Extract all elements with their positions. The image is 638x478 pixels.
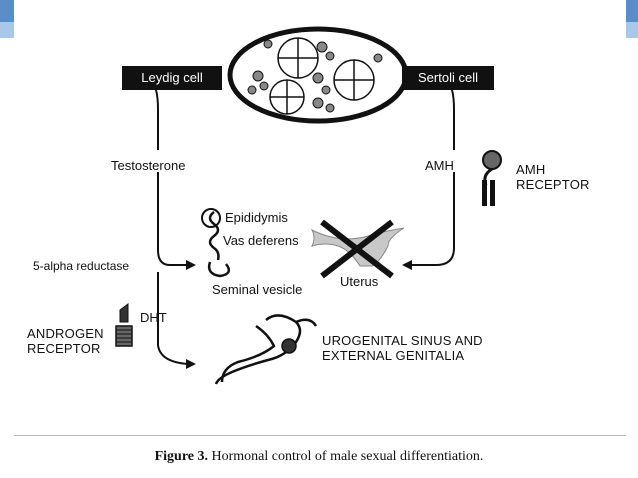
testosterone-label: Testosterone	[111, 158, 186, 173]
wolffian-duct-structures	[201, 208, 231, 278]
amh-receptor-label-line2: RECEPTOR	[516, 177, 590, 192]
vas-deferens-label: Vas deferens	[223, 233, 299, 248]
epididymis-label: Epididymis	[225, 210, 288, 225]
uterus-label: Uterus	[340, 274, 379, 289]
figure-caption-text: Hormonal control of male sexual differen…	[208, 449, 484, 464]
androgen-receptor-symbol	[115, 303, 133, 347]
testis-cross-section	[227, 26, 409, 124]
sertoli-cell-tag: Sertoli cell	[402, 66, 494, 90]
figure-caption-number: Figure 3.	[154, 449, 208, 464]
amh-label: AMH	[425, 158, 454, 173]
amh-receptor-label-line1: AMH	[516, 162, 546, 177]
urogenital-label-line1: UROGENITAL SINUS AND	[322, 333, 483, 348]
seminal-vesicle-label: Seminal vesicle	[212, 282, 303, 297]
scan-border	[14, 435, 626, 436]
androgen-receptor-label-line1: ANDROGEN	[27, 326, 104, 341]
leydig-cell-tag: Leydig cell	[122, 66, 222, 90]
regressed-uterus	[310, 219, 405, 279]
five-alpha-reductase-label: 5-alpha reductase	[33, 259, 130, 273]
urogenital-sinus-drawing	[214, 314, 318, 385]
urogenital-label-line2: EXTERNAL GENITALIA	[322, 348, 465, 363]
dht-label: DHT	[140, 310, 167, 325]
figure-caption: Figure 3. Hormonal control of male sexua…	[0, 449, 638, 465]
amh-receptor-symbol	[482, 150, 502, 206]
hormone-pathway-lines	[149, 81, 455, 365]
androgen-receptor-label-line2: RECEPTOR	[27, 341, 101, 356]
arrowheads	[186, 260, 412, 369]
